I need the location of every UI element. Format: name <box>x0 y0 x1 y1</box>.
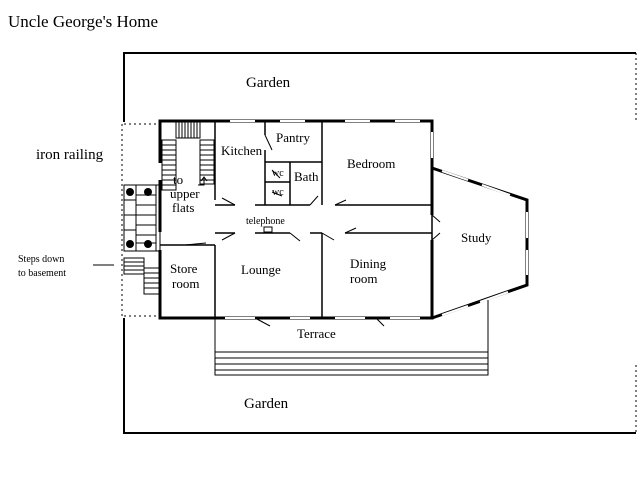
iron-railing-label: iron railing <box>36 147 104 163</box>
study-bay-window <box>431 166 529 320</box>
main-staircase <box>161 121 215 191</box>
kitchen-label: Kitchen <box>221 143 263 158</box>
bedroom-label: Bedroom <box>347 156 395 171</box>
store-room-label-line2: room <box>172 276 199 291</box>
store-room-label-line1: Store <box>170 261 198 276</box>
upper-flats-label-line1: to <box>173 172 183 187</box>
garden-bottom-boundary <box>123 318 636 434</box>
terrace-label: Terrace <box>297 326 336 341</box>
bath-label: Bath <box>294 169 319 184</box>
garden-bottom-label: Garden <box>244 396 289 412</box>
garden-top-label: Garden <box>246 75 291 91</box>
wc-label-2: wc <box>272 187 284 198</box>
study-label: Study <box>461 230 492 245</box>
dining-room-label-line1: Dining <box>350 256 387 271</box>
house-outer-walls <box>158 119 434 320</box>
lounge-label: Lounge <box>241 262 281 277</box>
railing-posts <box>126 188 152 248</box>
telephone-label: telephone <box>246 216 285 227</box>
telephone-icon <box>263 226 273 233</box>
steps-label-line2: to basement <box>18 268 66 279</box>
dining-room-label-line2: room <box>350 271 377 286</box>
upper-flats-label-line2: upper <box>170 186 200 201</box>
garden-top-boundary <box>123 52 636 122</box>
steps-label-line1: Steps down <box>18 254 64 265</box>
upper-flats-label-line3: flats <box>172 200 194 215</box>
pantry-label: Pantry <box>276 130 310 145</box>
entrance-steps <box>123 184 161 252</box>
page-title: Uncle George's Home <box>8 12 158 31</box>
terrace <box>214 300 489 376</box>
basement-steps <box>123 257 161 295</box>
wc-label-1: wc <box>272 168 284 179</box>
interior-walls <box>160 121 433 318</box>
up-arrow-icon <box>198 176 208 186</box>
door-swings <box>184 134 441 327</box>
